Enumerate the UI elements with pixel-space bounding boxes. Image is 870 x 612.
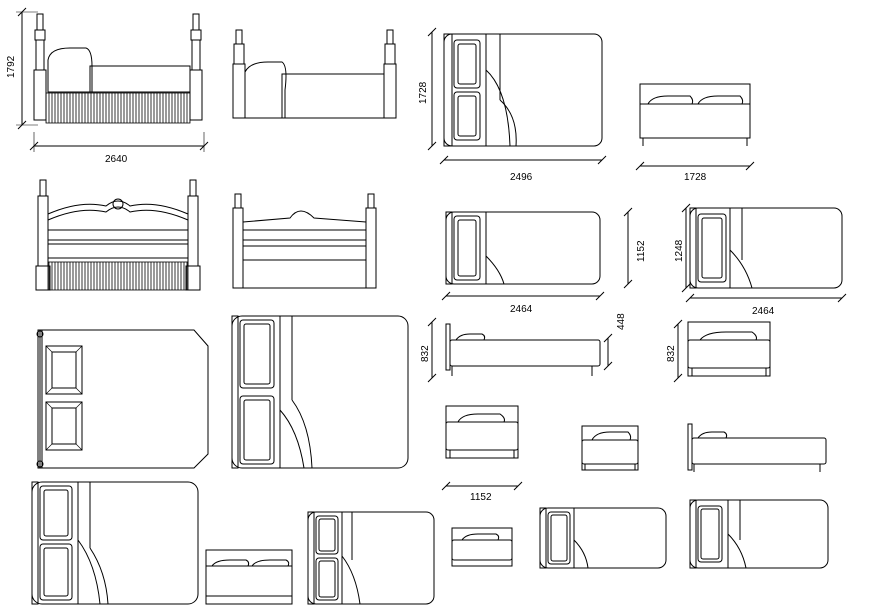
single-bed-plan-4 (689, 499, 829, 569)
dim-832-b: 832 (666, 345, 677, 362)
dim-2640: 2640 (105, 154, 128, 165)
four-poster-elevation-1: 1792 2640 (6, 7, 209, 165)
single-bed-side-elevation-2 (687, 423, 827, 472)
dim-1248: 1248 (674, 239, 685, 262)
double-bed-plan-2 (231, 315, 409, 469)
single-bed-end-elevation-2: 1152 (441, 405, 523, 503)
single-bed-plan-1: 1152 2464 (441, 207, 647, 315)
double-bed-plan-1: 1728 2496 (418, 27, 607, 183)
single-bed-end-elevation-1: 832 (666, 319, 771, 383)
double-bed-plan-4 (307, 511, 435, 605)
ornate-headboard-elevation-1 (35, 179, 201, 291)
dim-1728-horizontal: 1728 (684, 172, 707, 183)
ornate-headboard-elevation-2 (232, 193, 377, 289)
dim-448: 448 (616, 313, 627, 330)
single-bed-end-elevation-3 (581, 425, 639, 471)
double-bed-front-elevation: 1728 (635, 83, 755, 183)
single-bed-side-elevation-1: 832 448 (420, 313, 627, 383)
single-bed-end-elevation-4 (451, 527, 513, 567)
single-bed-plan-2: 1248 2464 (674, 203, 847, 317)
ornate-double-bed-plan (36, 329, 209, 469)
dim-1728-vertical: 1728 (418, 81, 429, 104)
four-poster-elevation-2 (232, 29, 397, 119)
double-bed-plan-3 (31, 481, 199, 605)
dim-832-a: 832 (420, 345, 431, 362)
dim-2464-b: 2464 (752, 306, 775, 317)
dim-1152-vertical: 1152 (636, 240, 647, 262)
dim-2464-a: 2464 (510, 304, 533, 315)
dim-2496: 2496 (510, 172, 533, 183)
dim-1152-horizontal: 1152 (470, 492, 492, 503)
dim-1792: 1792 (6, 55, 17, 78)
single-bed-plan-3 (539, 507, 667, 569)
double-bed-front-elevation-2 (205, 549, 293, 605)
